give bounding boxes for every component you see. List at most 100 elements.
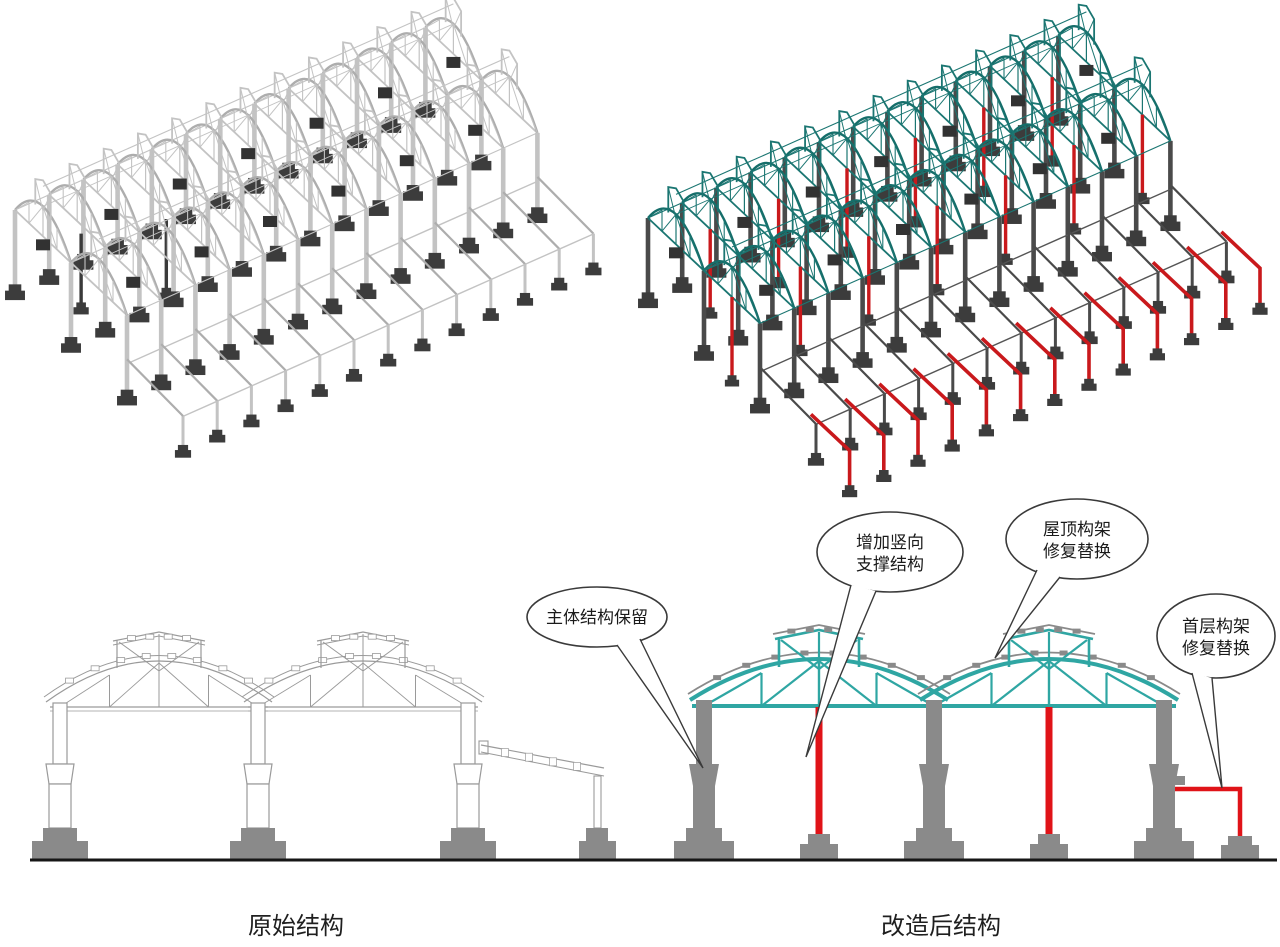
footing (800, 844, 838, 859)
portal-frame (809, 102, 1029, 422)
equipment-block (874, 156, 889, 168)
equipment-block (36, 239, 50, 251)
footing (1146, 828, 1182, 841)
footing (451, 828, 485, 841)
original-structure-3d-view (5, 0, 602, 458)
original-structure-label: 原始结构 (248, 913, 344, 940)
equipment-block (468, 124, 483, 136)
equipment-block (805, 186, 820, 198)
footing (1221, 845, 1259, 859)
renovated-structure-label: 改造后结构 (881, 913, 1001, 940)
callout-vertical-support-line2: 支撑结构 (856, 555, 924, 574)
portal-frame (5, 170, 218, 458)
renovated-structure-elevation (674, 624, 1259, 859)
equipment-block (669, 247, 683, 259)
portal-frame (415, 0, 602, 276)
equipment-block (194, 246, 209, 258)
column (230, 702, 286, 859)
new-red-members (724, 297, 858, 498)
equipment-block (241, 148, 256, 160)
first-floor-frame (1175, 776, 1259, 859)
equipment-block (827, 254, 842, 266)
portal-frame (107, 125, 321, 413)
callout-main-structure-retained: 主体结构保留 (526, 586, 704, 769)
roof-monitor (1002, 624, 1096, 670)
new-red-members (908, 137, 1097, 391)
new-red-members (998, 175, 1131, 376)
new-red-members (703, 229, 892, 482)
portal-frame (312, 33, 526, 321)
portal-frame (1014, 11, 1234, 330)
new-red-members (793, 266, 926, 467)
footing (440, 841, 496, 859)
column (32, 702, 88, 859)
column (440, 702, 496, 859)
portal-frame (638, 178, 858, 498)
new-red-members (1066, 145, 1200, 346)
equipment-block (942, 125, 957, 137)
footing (43, 828, 77, 841)
equipment-block (964, 193, 979, 205)
equipment-block (1101, 132, 1116, 144)
equipment-block (172, 178, 187, 190)
footing (1228, 836, 1252, 845)
portal-frame (278, 49, 492, 337)
equipment-block (378, 87, 392, 99)
equipment-block (331, 185, 346, 197)
callout-retain-label: 主体结构保留 (546, 608, 648, 627)
new-red-members (771, 198, 960, 452)
new-red-members (1135, 114, 1268, 315)
equipment-block (1079, 64, 1094, 76)
callout-first-floor-line2: 修复替换 (1182, 639, 1250, 658)
lean-to (478, 740, 616, 859)
footing (241, 828, 275, 841)
callout-add-vertical-support: 增加竖向 支撑结构 (805, 511, 964, 758)
callout-first-floor-frame-repair: 首层构架 修复替换 (1156, 593, 1276, 789)
equipment-block (446, 56, 461, 68)
renovated-structure-3d-view (638, 3, 1268, 498)
vertical-support-prop (800, 707, 838, 859)
footing (1038, 834, 1060, 844)
footing (904, 841, 964, 859)
equipment-block (759, 284, 774, 296)
callout-first-floor-line1: 首层构架 (1182, 617, 1250, 636)
portal-frame (347, 18, 560, 306)
callout-roof-frame-repair: 屋顶构架 修复替换 (994, 498, 1149, 659)
column (674, 700, 734, 859)
new-red-members (1045, 77, 1234, 330)
footing (230, 841, 286, 859)
equipment-block (104, 208, 119, 220)
vertical-support-prop (1030, 707, 1068, 859)
footing (1134, 841, 1194, 859)
footing (686, 828, 722, 841)
equipment-block (737, 216, 752, 228)
column (904, 700, 964, 859)
footing (1030, 844, 1068, 859)
new-red-members (861, 236, 994, 437)
equipment-block (1032, 163, 1047, 175)
equipment-block (1011, 95, 1025, 107)
portal-frame (672, 163, 892, 482)
equipment-block (309, 117, 324, 129)
footing (32, 841, 88, 859)
equipment-block (263, 216, 277, 227)
callout-roof-frame-line2: 修复替换 (1043, 542, 1111, 561)
portal-frame (877, 72, 1097, 391)
portal-frame (740, 133, 960, 452)
footing (808, 834, 830, 844)
portal-frame (73, 140, 286, 428)
column (1134, 700, 1194, 859)
original-structure-elevation (32, 631, 616, 859)
new-red-members (930, 205, 1063, 406)
roof-monitor (316, 631, 410, 672)
new-red-members (976, 107, 1165, 361)
equipment-block (399, 155, 414, 167)
roof-monitor (112, 631, 206, 672)
callout-vertical-support-line1: 增加竖向 (856, 533, 924, 552)
equipment-block (896, 224, 910, 235)
new-red-members (839, 168, 1029, 422)
callout-roof-frame-line1: 屋顶构架 (1043, 520, 1111, 539)
footing (916, 828, 952, 841)
